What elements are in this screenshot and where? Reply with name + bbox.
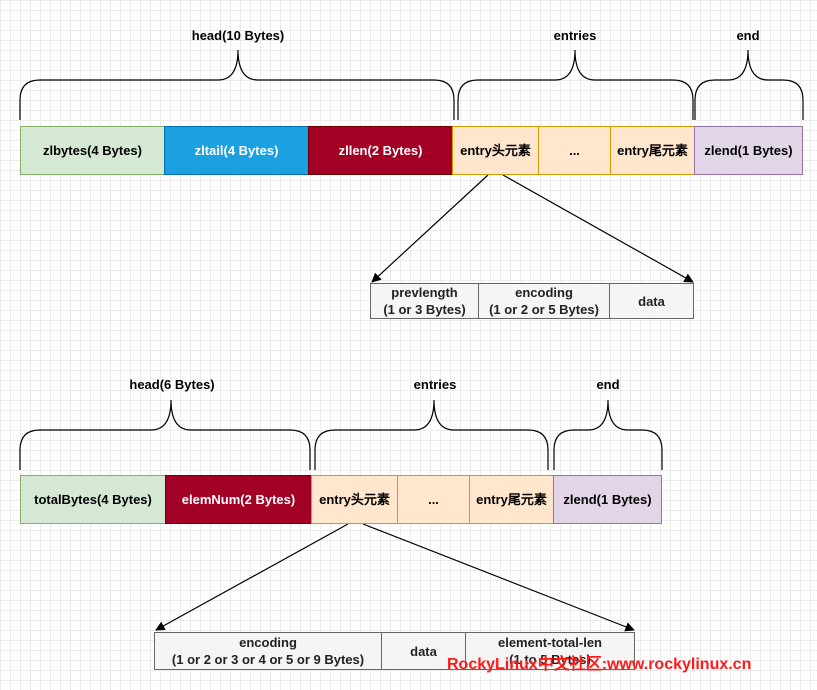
encoding-cell-2: encoding (1 or 2 or 3 or 4 or 5 or 9 Byt… <box>154 632 382 670</box>
entries-label-2: entries <box>413 377 457 392</box>
zlbytes-cell: zlbytes(4 Bytes) <box>20 126 165 175</box>
arrow-right-2 <box>362 523 635 632</box>
data-cell-2: data <box>381 632 466 670</box>
entry-head-cell: entry头元素 <box>452 126 539 175</box>
end-label-1: end <box>736 28 760 43</box>
entry-ellipsis-cell-2: ... <box>397 475 470 524</box>
zltail-cell: zltail(4 Bytes) <box>164 126 309 175</box>
head-brace-1 <box>19 49 455 120</box>
end-label-2: end <box>596 377 620 392</box>
element-total-len-size: (1 to 5 Bytes) <box>509 652 591 667</box>
encoding-size-1: (1 or 2 or 5 Bytes) <box>489 302 599 317</box>
total-bytes-cell: totalBytes(4 Bytes) <box>20 475 166 524</box>
arrow-left-1 <box>371 174 489 283</box>
entry-ellipsis-cell: ... <box>538 126 611 175</box>
entry-tail-cell-2: entry尾元素 <box>469 475 554 524</box>
head-brace-2 <box>19 399 311 470</box>
end-brace-1 <box>694 49 804 120</box>
entries-brace-1 <box>457 49 694 120</box>
arrow-left-2 <box>155 523 349 631</box>
data-cell-1: data <box>609 283 694 319</box>
zllen-cell: zllen(2 Bytes) <box>308 126 453 175</box>
prevlength-size: (1 or 3 Bytes) <box>383 302 466 317</box>
zlend-cell-2: zlend(1 Bytes) <box>553 475 662 524</box>
encoding-title-1: encoding <box>515 285 573 300</box>
arrow-right-1 <box>502 174 694 283</box>
entries-brace-2 <box>314 399 549 470</box>
encoding-cell-1: encoding (1 or 2 or 5 Bytes) <box>478 283 610 319</box>
encoding-size-2: (1 or 2 or 3 or 4 or 5 or 9 Bytes) <box>171 652 365 667</box>
end-brace-2 <box>553 399 663 470</box>
entry-head-cell-2: entry头元素 <box>311 475 398 524</box>
entries-label-1: entries <box>553 28 597 43</box>
prevlength-cell: prevlength (1 or 3 Bytes) <box>370 283 479 319</box>
encoding-title-2: encoding <box>239 635 297 650</box>
watermark: RockyLinux中文社区:www.rockylinux.cn <box>447 656 752 673</box>
head-label-1: head(10 Bytes) <box>191 28 285 43</box>
element-total-len-title: element-total-len <box>497 635 602 650</box>
element-total-len-cell: element-total-len (1 to 5 Bytes) <box>465 632 635 670</box>
head-label-2: head(6 Bytes) <box>129 377 215 392</box>
prevlength-title: prevlength <box>391 285 458 300</box>
elem-num-cell: elemNum(2 Bytes) <box>165 475 312 524</box>
entry-tail-cell: entry尾元素 <box>610 126 695 175</box>
zlend-cell: zlend(1 Bytes) <box>694 126 803 175</box>
